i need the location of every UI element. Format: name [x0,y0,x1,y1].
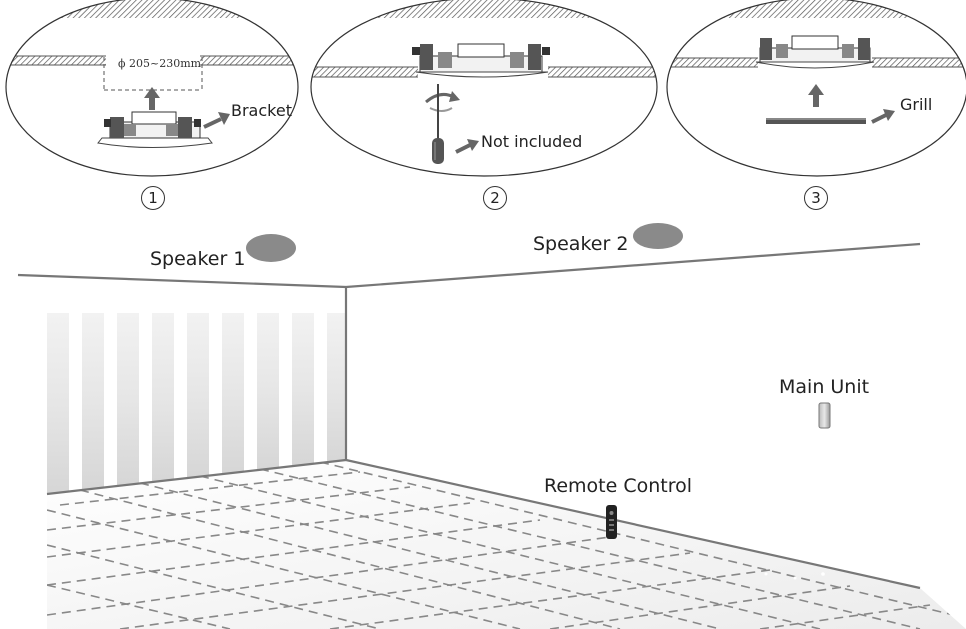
grill-label: Grill [900,95,933,114]
step-2-number: 2 [483,186,507,210]
up-arrow-icon [808,84,824,107]
remote-control-label: Remote Control [544,475,693,497]
speaker-2-icon [633,223,683,249]
up-arrow-icon [144,87,160,110]
speaker-1-icon [246,234,296,262]
room-diagram [17,223,966,629]
screwdriver-icon [432,84,444,164]
grill-pointer-arrow-icon [871,109,895,124]
step-1-panel [5,0,299,177]
bracket-pointer-arrow-icon [203,112,230,129]
grill-icon [766,118,866,124]
step-3-number: 3 [804,186,828,210]
speaker-with-bracket-icon [97,111,213,148]
rotate-arrow-icon [425,91,460,112]
not-included-pointer-arrow-icon [455,139,479,154]
bracket-label: Bracket [231,101,292,120]
speaker-2-label: Speaker 2 [533,233,629,255]
cutout-diameter-label: ϕ 205~230mm [118,57,202,70]
not-included-label: Not included [481,132,583,151]
wall-stripes [47,313,346,494]
main-unit-label: Main Unit [779,376,870,398]
floor-tile-grid [47,461,966,629]
step-3-panel [666,0,966,177]
speaker-in-ceiling-icon [412,43,550,78]
speaker-1-label: Speaker 1 [150,248,246,270]
step-1-number: 1 [141,186,165,210]
speaker-in-ceiling-icon [755,35,875,69]
remote-control-icon [606,505,617,539]
main-unit-icon [818,402,831,429]
